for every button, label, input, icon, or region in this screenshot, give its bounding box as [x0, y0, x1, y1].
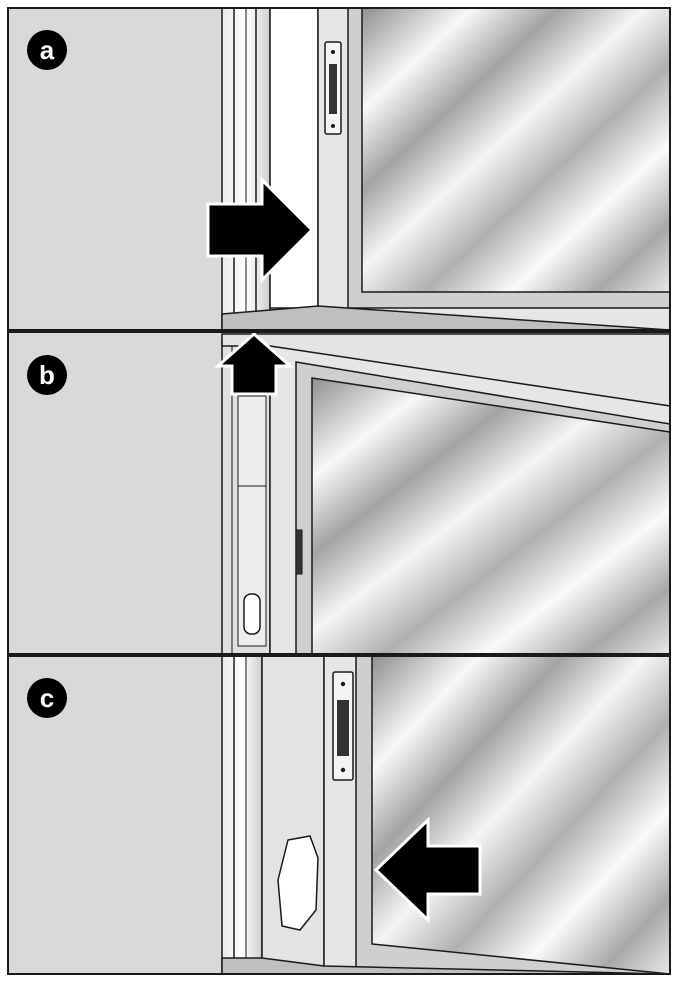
- glass-pane: [361, 8, 670, 293]
- glass-pane: [311, 377, 670, 654]
- panel-badge: c: [27, 678, 67, 718]
- finger-pull: [277, 835, 319, 931]
- arrow-up-icon: [214, 332, 294, 396]
- jamb-panel: [237, 395, 267, 487]
- window-sill: [221, 957, 670, 974]
- panel-b: b: [8, 332, 670, 654]
- panel-border: [7, 7, 671, 331]
- finger-pull: [243, 593, 261, 635]
- outer-frame-rail: [221, 656, 263, 974]
- panel-c: c: [8, 656, 670, 974]
- panel-border: [7, 655, 671, 975]
- panel-badge: b: [27, 355, 67, 395]
- arrow-right-icon: [206, 176, 315, 284]
- panel-label: c: [40, 683, 54, 713]
- window-sill: [221, 305, 670, 330]
- latch-slot: [329, 64, 337, 114]
- panel-label: b: [39, 360, 55, 390]
- latch-slot: [337, 700, 349, 756]
- panel-badge: a: [27, 30, 67, 70]
- panel-a: a: [8, 8, 670, 330]
- panel-border: [7, 331, 671, 655]
- panel-label: a: [40, 35, 55, 65]
- latch-slot: [295, 529, 303, 575]
- arrow-left-icon: [373, 816, 482, 924]
- glass-pane: [371, 656, 670, 974]
